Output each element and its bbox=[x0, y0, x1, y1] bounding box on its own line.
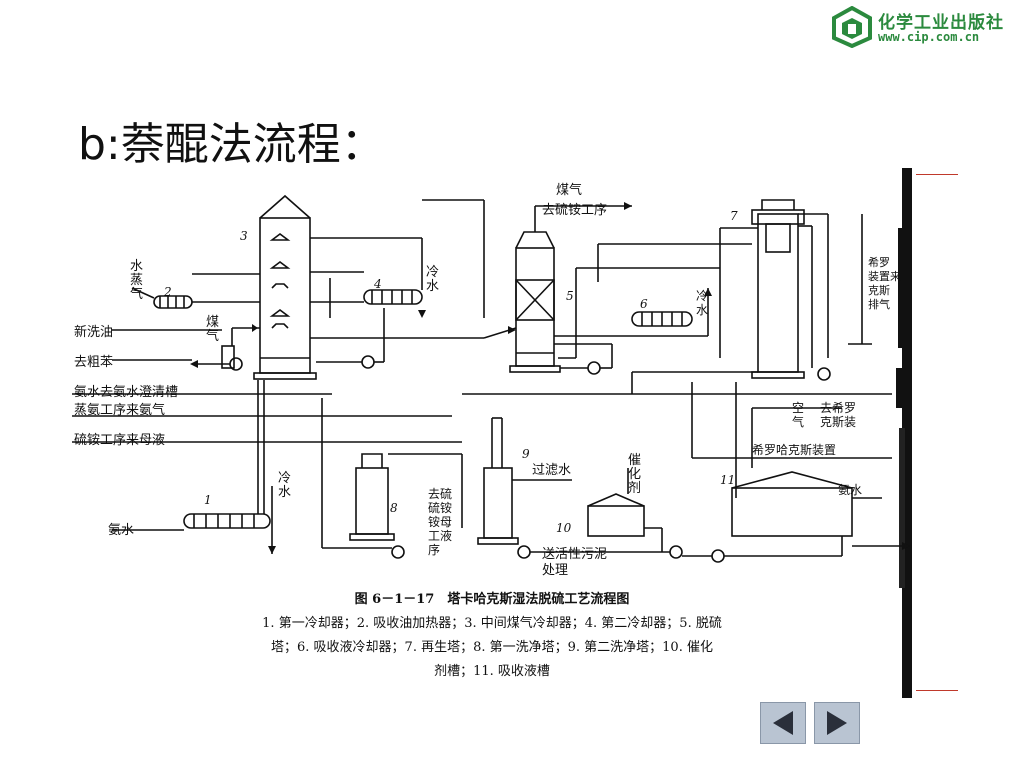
label-ammonia-water-left: 氨水 bbox=[108, 523, 134, 538]
process-flow-diagram: 煤气 去硫铵工序 水 蒸 气 煤 气 新洗油 去粗苯 氨水去氨水澄清槽 蒸氨工序… bbox=[72, 168, 912, 698]
label-cold-water-b1: 冷 bbox=[696, 289, 708, 303]
equip-num-8: 8 bbox=[390, 501, 398, 515]
next-slide-button[interactable] bbox=[814, 702, 860, 744]
label-to-hiroax-2: 克斯装 bbox=[820, 415, 856, 429]
cooler-4 bbox=[363, 289, 423, 305]
tower-5 bbox=[515, 247, 555, 367]
equip-num-5: 5 bbox=[566, 289, 574, 303]
label-hiroax-unit: 希罗哈克斯装置 bbox=[752, 442, 836, 457]
equip-num-6: 6 bbox=[640, 297, 648, 311]
label-cold-water-a2: 水 bbox=[426, 279, 439, 294]
cooler-1 bbox=[183, 513, 271, 529]
tower-3 bbox=[259, 217, 311, 374]
catalyst-tank-10 bbox=[587, 505, 645, 537]
tower-7 bbox=[757, 213, 799, 373]
figure-caption-title: 图 6－1－17 塔卡哈克斯湿法脱硫工艺流程图 bbox=[354, 592, 630, 607]
tower-9 bbox=[483, 467, 513, 539]
equip-num-1: 1 bbox=[204, 493, 212, 507]
label-mother-liquor: 硫铵工序来母液 bbox=[74, 433, 165, 448]
equip-num-9: 9 bbox=[522, 447, 530, 461]
scan-edge bbox=[896, 168, 912, 698]
label-to-activated-sludge-1: 送活性污泥 bbox=[542, 547, 607, 562]
label-to-sulfate-mother-4: 工液 bbox=[428, 528, 452, 543]
label-ammonia-from-distill: 蒸氨工序来氨气 bbox=[74, 402, 165, 418]
equip-num-7: 7 bbox=[730, 209, 738, 223]
absorption-tank-11 bbox=[731, 487, 853, 537]
label-side-4: 排气 bbox=[868, 297, 890, 311]
label-side-3: 克斯 bbox=[868, 284, 890, 297]
label-steam-1: 水 bbox=[130, 259, 143, 274]
triangle-left-icon bbox=[773, 711, 793, 735]
label-to-sulfate-mother-3: 铵母 bbox=[428, 514, 452, 529]
flow-diagram-svg: 煤气 去硫铵工序 水 蒸 气 煤 气 新洗油 去粗苯 氨水去氨水澄清槽 蒸氨工序… bbox=[72, 182, 910, 578]
label-to-sulfate-mother-5: 序 bbox=[428, 542, 440, 557]
tower-8 bbox=[355, 467, 389, 535]
label-cold-water-b2: 水 bbox=[696, 303, 708, 317]
label-steam-2: 蒸 bbox=[130, 273, 143, 288]
figure-caption-line2: 塔；6. 吸收液冷却器；7. 再生塔；8. 第一洗净塔；9. 第二洗净塔；10.… bbox=[271, 640, 713, 655]
equip-num-11: 11 bbox=[720, 473, 735, 487]
label-air-1: 空 bbox=[792, 401, 804, 415]
figure-caption-line1: 1. 第一冷却器；2. 吸收油加热器；3. 中间煤气冷却器；4. 第二冷却器；5… bbox=[262, 616, 722, 631]
label-gas-1: 煤 bbox=[206, 315, 219, 330]
slide-title: b:萘醌法流程： bbox=[78, 119, 385, 170]
triangle-right-icon bbox=[827, 711, 847, 735]
publisher-logo-icon bbox=[832, 5, 872, 49]
label-air-2: 气 bbox=[792, 414, 804, 429]
publisher-url: www.cip.com.cn bbox=[878, 30, 980, 44]
label-new-wash-oil: 新洗油 bbox=[74, 324, 113, 340]
equip-num-4: 4 bbox=[373, 277, 382, 291]
divider-bottom bbox=[916, 690, 958, 691]
prev-slide-button[interactable] bbox=[760, 702, 806, 744]
label-ammonia-clarifier: 氨水去氨水澄清槽 bbox=[74, 385, 178, 400]
label-filtered-water: 过滤水 bbox=[532, 463, 571, 478]
label-cold-water-c1: 冷 bbox=[278, 471, 291, 486]
label-catalyst-2: 化 bbox=[628, 467, 641, 482]
label-ammonia-water-right: 氨水 bbox=[838, 483, 862, 497]
divider-top bbox=[916, 174, 958, 175]
label-to-hiroax-1: 去希罗 bbox=[820, 400, 856, 415]
label-cold-water-c2: 水 bbox=[278, 485, 291, 500]
equip-num-2: 2 bbox=[163, 285, 172, 299]
label-to-ammonium-sulfate: 去硫铵工序 bbox=[542, 203, 607, 218]
label-cold-water-a1: 冷 bbox=[426, 265, 439, 280]
publisher-logo: 化学工业出版社 www.cip.com.cn bbox=[832, 5, 1022, 50]
label-side-1: 希罗 bbox=[868, 255, 890, 269]
label-to-crude-benzene: 去粗苯 bbox=[74, 355, 113, 370]
label-gas-2: 气 bbox=[206, 328, 219, 344]
publisher-name: 化学工业出版社 bbox=[878, 13, 1004, 33]
label-to-sulfate-mother-2: 硫铵 bbox=[428, 500, 452, 515]
label-to-activated-sludge-2: 处理 bbox=[542, 563, 568, 578]
label-catalyst-1: 催 bbox=[628, 453, 641, 468]
figure-caption-line3: 剂槽；11. 吸收液槽 bbox=[434, 664, 550, 679]
label-top-gas: 煤气 bbox=[556, 182, 582, 198]
equip-num-10: 10 bbox=[556, 521, 572, 535]
label-to-sulfate-mother-1: 去硫 bbox=[428, 486, 452, 501]
label-steam-3: 气 bbox=[130, 286, 143, 302]
equip-num-3: 3 bbox=[240, 229, 248, 243]
label-side-2: 装置来 bbox=[868, 270, 901, 283]
label-catalyst-3: 剂 bbox=[628, 481, 641, 496]
